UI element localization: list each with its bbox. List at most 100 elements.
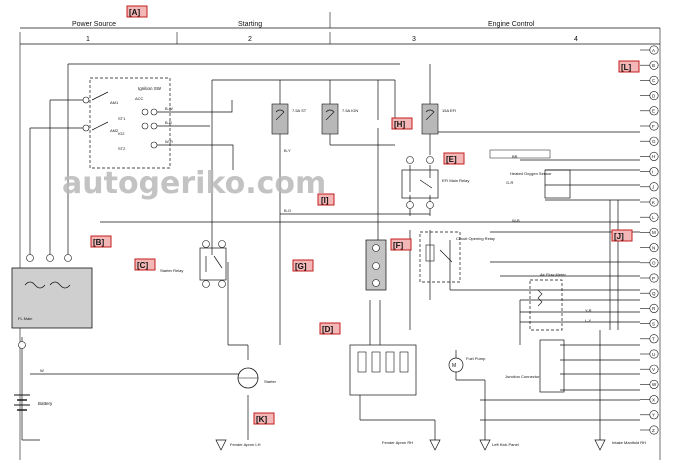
- callout-F: [F]: [390, 238, 412, 251]
- svg-text:Fuel Pump: Fuel Pump: [466, 356, 486, 361]
- svg-text:[H]: [H]: [394, 120, 405, 129]
- svg-text:Battery: Battery: [38, 401, 53, 406]
- ignition-switch: Ignition SW ACC AM1 ST1 IG2 AM2 ST2: [82, 77, 171, 169]
- starter-relay: Starter Relay: [160, 240, 227, 288]
- terminal-label-f: F: [652, 124, 655, 129]
- svg-text:[F]: [F]: [393, 241, 404, 250]
- terminal-label-k: K: [652, 200, 655, 205]
- svg-text:Starter Relay: Starter Relay: [160, 268, 183, 273]
- section-starting: Starting: [238, 21, 262, 28]
- terminal-label-j: J: [652, 185, 654, 190]
- heated-oxygen-sensor: Heated Oxygen Sensor: [489, 149, 571, 199]
- grounds: [215, 439, 606, 451]
- svg-text:[I]: [I]: [321, 196, 329, 205]
- svg-text:AM1: AM1: [110, 100, 119, 105]
- efi-main-relay: EFI Main Relay: [401, 156, 469, 209]
- terminal-label-n: N: [652, 245, 655, 250]
- svg-text:FL Main: FL Main: [18, 316, 32, 321]
- injector-block: [349, 344, 417, 396]
- watermark-text: autogeriko.com: [62, 166, 326, 201]
- svg-text:Heated Oxygen Sensor: Heated Oxygen Sensor: [510, 171, 552, 176]
- callout-D: [D]: [319, 322, 341, 335]
- terminal-label-y: Y: [652, 413, 655, 418]
- wire-labels: B-W B-R W-R B-Y G-R L-Y W-B B-O Y-R BR W: [40, 106, 592, 373]
- terminal-label-s: S: [652, 321, 655, 326]
- svg-text:EFI Main Relay: EFI Main Relay: [442, 178, 469, 183]
- junction-connector: Junction Connector: [505, 339, 565, 393]
- column-3: 3: [412, 36, 416, 43]
- circuit-opening-relay: Circuit Opening Relay: [419, 231, 495, 283]
- air-flow-meter: Air Flow Meter: [529, 272, 566, 331]
- svg-text:Left Kick Panel: Left Kick Panel: [492, 442, 519, 447]
- svg-text:Intake Manifold RH: Intake Manifold RH: [612, 440, 646, 445]
- terminal-label-z: Z: [652, 428, 655, 433]
- callout-C: [C]: [134, 258, 156, 271]
- wires-main: [21, 63, 640, 441]
- svg-text:B-Y: B-Y: [284, 148, 291, 153]
- terminal-label-t: T: [652, 337, 655, 342]
- svg-text:15A EFI: 15A EFI: [442, 108, 456, 113]
- svg-text:7.5A IGN: 7.5A IGN: [342, 108, 358, 113]
- svg-text:M: M: [452, 363, 456, 369]
- fuse-ign: 7.5A IGN: [321, 103, 358, 135]
- component-f: [365, 239, 387, 291]
- callout-B: [B]: [90, 235, 112, 248]
- svg-text:[L]: [L]: [621, 63, 632, 72]
- svg-text:[D]: [D]: [322, 325, 333, 334]
- svg-text:L-Y: L-Y: [585, 318, 592, 323]
- terminal-label-o: O: [652, 261, 656, 266]
- fuel-pump: M Fuel Pump: [448, 356, 486, 373]
- svg-text:BR: BR: [512, 154, 518, 159]
- svg-text:AM2: AM2: [110, 128, 119, 133]
- svg-text:[B]: [B]: [93, 238, 104, 247]
- svg-text:[E]: [E]: [446, 155, 457, 164]
- terminal-label-l: L: [652, 215, 655, 220]
- svg-text:B-W: B-W: [165, 106, 173, 111]
- section-engine-control: Engine Control: [488, 21, 535, 28]
- svg-text:IG2: IG2: [118, 131, 125, 136]
- column-1: 1: [86, 36, 90, 43]
- battery: Battery: [14, 394, 53, 411]
- svg-text:Fender Apron LH: Fender Apron LH: [230, 442, 261, 447]
- terminal-label-b: B: [652, 63, 655, 68]
- terminal-label-g: G: [652, 139, 656, 144]
- fusible-link-block: FL Main: [11, 254, 93, 349]
- svg-text:G-R: G-R: [506, 180, 513, 185]
- svg-text:W: W: [40, 368, 44, 373]
- starter-motor: Starter: [237, 367, 277, 389]
- callout-J: [J]: [611, 229, 633, 242]
- terminal-label-x: X: [652, 397, 655, 402]
- callout-A: [A]: [126, 5, 148, 18]
- svg-text:7.5A ST: 7.5A ST: [292, 108, 307, 113]
- ignition-switch-label: Ignition SW: [138, 86, 162, 91]
- terminal-label-i: I: [652, 169, 653, 174]
- svg-text:Air Flow Meter: Air Flow Meter: [540, 272, 566, 277]
- callout-I: [I]: [317, 193, 335, 206]
- svg-text:[A]: [A]: [129, 8, 140, 17]
- terminal-label-m: M: [652, 230, 656, 235]
- svg-text:W-R: W-R: [165, 139, 173, 144]
- callout-L: [L]: [618, 60, 640, 73]
- svg-text:B-R: B-R: [165, 120, 172, 125]
- terminal-label-h: H: [652, 154, 655, 159]
- svg-text:[C]: [C]: [137, 261, 148, 270]
- terminal-label-q: Q: [652, 291, 656, 296]
- svg-text:Junction Connector: Junction Connector: [505, 374, 540, 379]
- fuse-efi: 15A EFI: [421, 103, 456, 135]
- column-4: 4: [574, 36, 578, 43]
- terminal-label-d: D: [652, 93, 656, 98]
- header-band: Power Source Starting Engine Control 1 2…: [19, 12, 661, 460]
- terminal-label-v: V: [652, 367, 655, 372]
- svg-text:ST1: ST1: [118, 116, 126, 121]
- svg-text:Starter: Starter: [264, 379, 277, 384]
- section-power-source: Power Source: [72, 21, 116, 28]
- terminal-label-u: U: [652, 352, 655, 357]
- svg-text:ST2: ST2: [118, 146, 126, 151]
- svg-text:Circuit Opening Relay: Circuit Opening Relay: [456, 236, 495, 241]
- terminal-label-r: R: [652, 306, 656, 311]
- svg-text:[K]: [K]: [256, 415, 267, 424]
- callout-K: [K]: [253, 412, 275, 425]
